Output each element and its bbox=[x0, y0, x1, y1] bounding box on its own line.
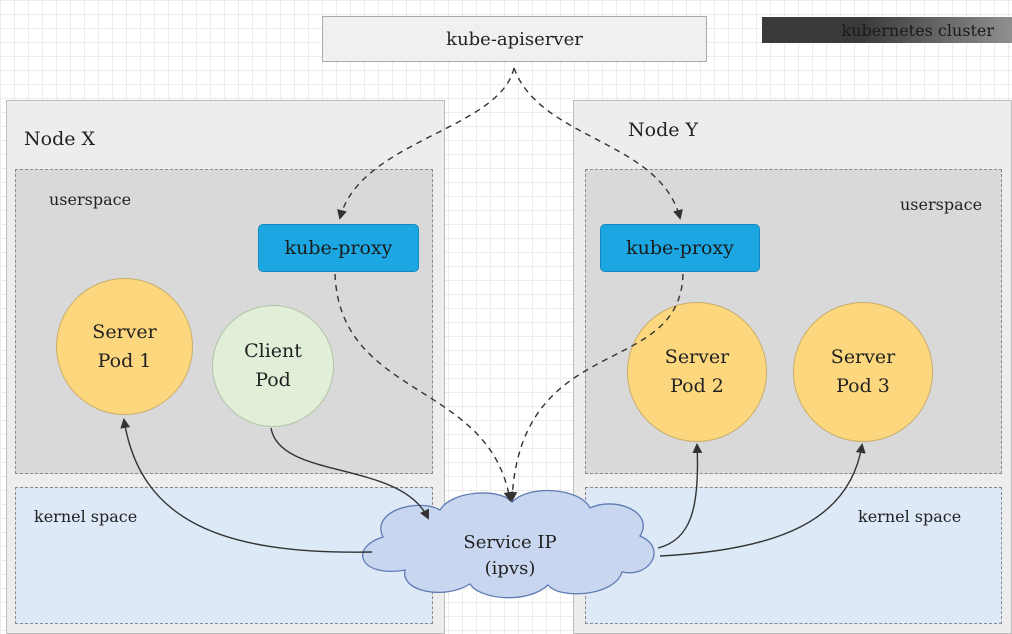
apiserver-label: kube-apiserver bbox=[446, 28, 583, 50]
client-to-service-arrow bbox=[270, 427, 430, 520]
node-y-kube-proxy: kube-proxy bbox=[600, 224, 760, 272]
node-x-kube-proxy: kube-proxy bbox=[258, 224, 419, 272]
node-y-kernel-label: kernel space bbox=[858, 507, 962, 526]
server-pod-1: Server Pod 1 bbox=[56, 278, 193, 415]
service-ip-cloud bbox=[362, 489, 655, 599]
service-ip-label: Service IP (ipvs) bbox=[440, 530, 580, 582]
server-pod-3-line2: Pod 3 bbox=[836, 375, 890, 397]
node-y-userspace-label: userspace bbox=[900, 195, 983, 214]
server-pod-2-line2: Pod 2 bbox=[670, 375, 724, 397]
cluster-label-text: kubernetes cluster bbox=[841, 20, 994, 40]
client-pod-line1: Client bbox=[244, 340, 302, 362]
proxy-x-to-service-arrow bbox=[334, 273, 514, 502]
node-x-kernel-label: kernel space bbox=[34, 507, 138, 526]
node-x-title: Node X bbox=[24, 128, 96, 150]
service-ip-sublabel: (ipvs) bbox=[484, 558, 536, 579]
apiserver-box: kube-apiserver bbox=[322, 16, 707, 62]
service-to-pod3-arrow bbox=[659, 443, 866, 557]
client-pod-line2: Pod bbox=[255, 369, 291, 391]
cluster-label: kubernetes cluster bbox=[762, 17, 1012, 43]
service-to-pod1-arrow bbox=[120, 418, 373, 553]
node-y-kube-proxy-label: kube-proxy bbox=[626, 237, 734, 259]
server-pod-3: Server Pod 3 bbox=[793, 302, 933, 442]
api-to-proxy-y-arrow bbox=[513, 67, 683, 220]
api-to-proxy-x-arrow bbox=[337, 67, 515, 220]
server-pod-2: Server Pod 2 bbox=[627, 302, 767, 442]
server-pod-3-line1: Server bbox=[830, 346, 896, 368]
proxy-y-to-service-arrow bbox=[507, 273, 684, 502]
service-ip-title: Service IP bbox=[463, 532, 557, 553]
server-pod-2-line1: Server bbox=[664, 346, 730, 368]
server-pod-1-line2: Pod 1 bbox=[97, 349, 152, 372]
node-x-kube-proxy-label: kube-proxy bbox=[284, 237, 393, 259]
client-pod: Client Pod bbox=[212, 305, 334, 427]
node-x-userspace-label: userspace bbox=[49, 190, 132, 209]
node-y-title: Node Y bbox=[628, 119, 699, 141]
service-to-pod2-arrow bbox=[657, 443, 703, 549]
server-pod-1-line1: Server bbox=[92, 320, 157, 343]
